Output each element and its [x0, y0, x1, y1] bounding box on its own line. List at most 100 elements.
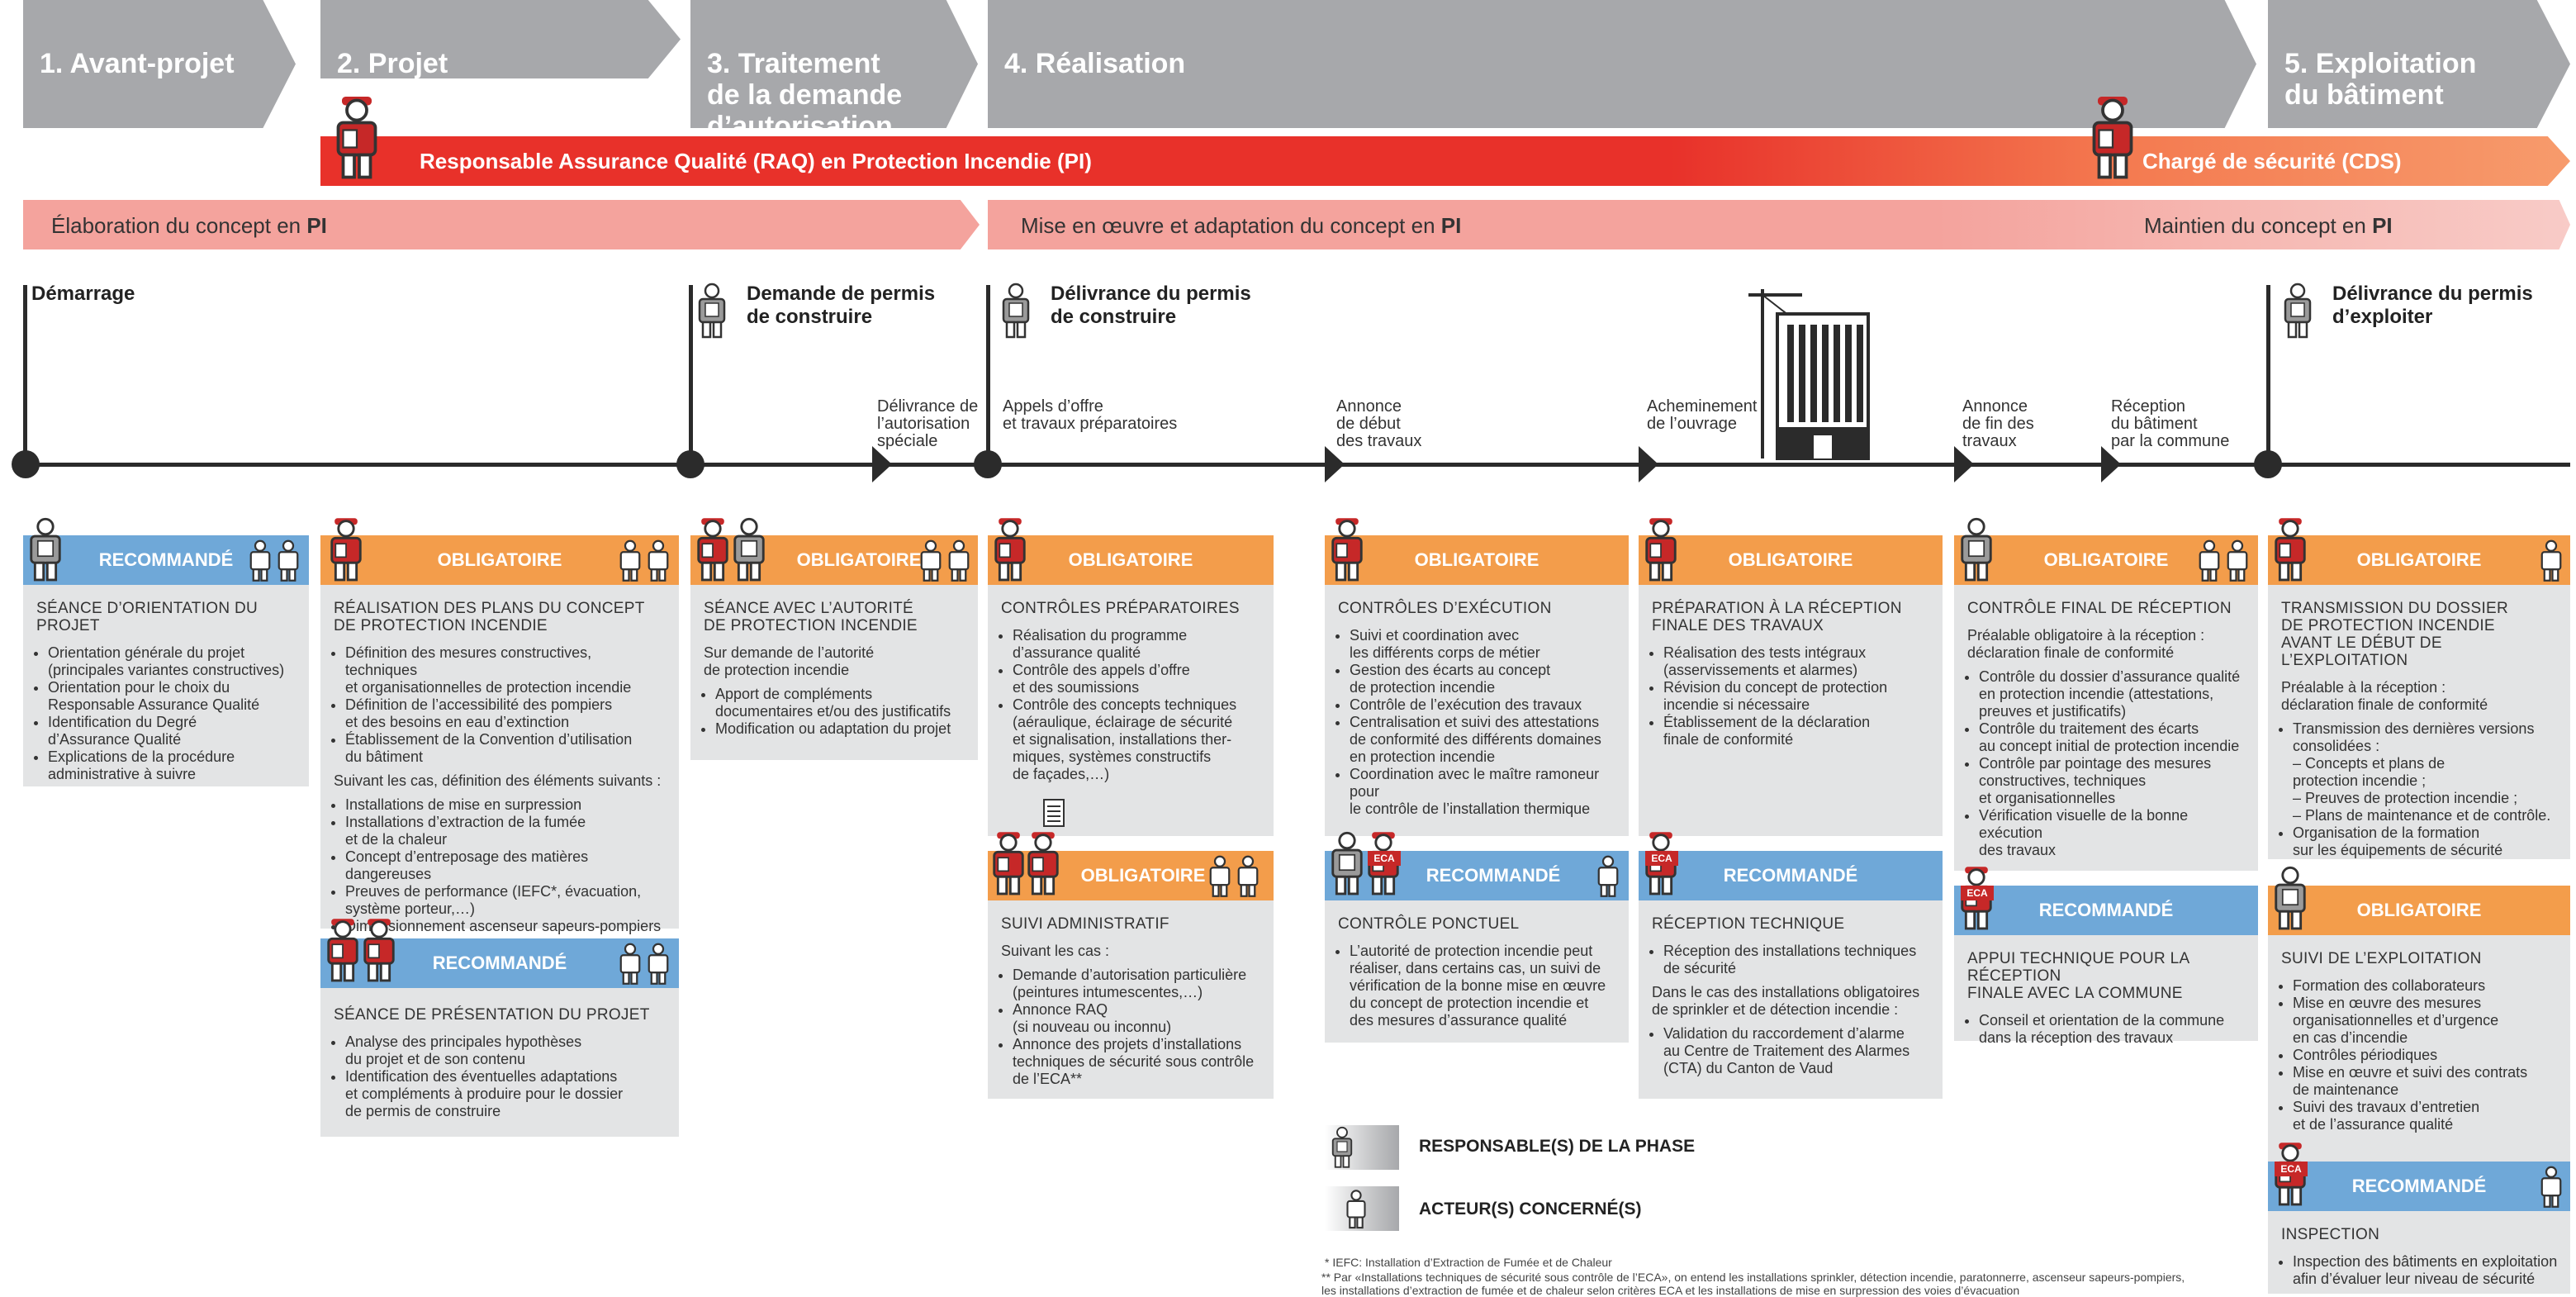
person-icon	[1328, 512, 1366, 585]
card-controles-preparatoires: OBLIGATOIRE CONTRÔLES PRÉPARATOIRES Réal…	[988, 535, 1274, 836]
raq-person-icon	[332, 87, 382, 186]
person-icon	[918, 537, 943, 583]
milestone-line	[23, 285, 27, 465]
list-item: Établissement de la déclaration finale d…	[1663, 714, 1931, 748]
list-item: Suivi des travaux d’entretien et de l’as…	[2293, 1099, 2559, 1133]
card-title: SUIVI ADMINISTRATIF	[1001, 915, 1169, 933]
milestone-person-icon	[695, 277, 728, 343]
list-item: Contrôles périodiques	[2293, 1047, 2559, 1064]
cds-label: Chargé de sécurité (CDS)	[2142, 149, 2402, 173]
timeline-arrow	[872, 446, 892, 482]
phase-title: 5. Exploitation du bâtiment	[2284, 48, 2477, 111]
concept-text: Élaboration du concept en	[51, 213, 307, 238]
card-title: CONTRÔLE PONCTUEL	[1338, 915, 1520, 933]
card-title: CONTRÔLE FINAL DE RÉCEPTION	[1967, 600, 2232, 617]
status-badge: OBLIGATOIRE	[988, 535, 1274, 585]
person-icon	[1957, 512, 1995, 585]
list-item: Apport de compléments documentaires et/o…	[715, 686, 966, 720]
timeline-arrow	[1639, 446, 1658, 482]
event-appels-offre: Appels d’offre et travaux préparatoires	[1003, 397, 1178, 433]
card-title: TRANSMISSION DU DOSSIER DE PROTECTION IN…	[2281, 600, 2509, 669]
list-item: Révision du concept de protection incend…	[1663, 679, 1931, 714]
list-item: Contrôle des appels d’offre et des soumi…	[1013, 662, 1262, 696]
status-badge: OBLIGATOIRE	[320, 535, 679, 585]
list-item: Coordination avec le maître ramoneur pou…	[1350, 766, 1617, 818]
card-list: Validation du raccordement d’alarme au C…	[1652, 1025, 1931, 1077]
person-icon	[694, 512, 732, 585]
milestone-demarrage: Démarrage	[31, 283, 135, 305]
card-list: Analyse des principales hypothèses du pr…	[334, 1033, 667, 1120]
card-title: RÉCEPTION TECHNIQUE	[1652, 915, 1845, 933]
concept-mise-label: Mise en œuvre et adaptation du concept e…	[1021, 213, 1461, 239]
eca-badge: ECA	[1961, 886, 1994, 900]
person-icon	[991, 512, 1029, 585]
milestone-person-icon	[2281, 277, 2314, 343]
document-icon	[1043, 799, 1065, 827]
card-list: Contrôle du dossier d’assurance qualité …	[1967, 668, 2246, 859]
phase-title: 4. Réalisation	[1004, 48, 1186, 79]
card-list: Orientation générale du projet (principa…	[36, 644, 297, 783]
event-debut-travaux: Annonce de début des travaux	[1336, 397, 1422, 450]
list-item: Validation du raccordement d’alarme au C…	[1663, 1025, 1931, 1077]
list-item: Définition des mesures constructives, te…	[345, 644, 667, 696]
timeline-arrow	[1954, 446, 1974, 482]
card-list: Formation des collaborateurs Mise en œuv…	[2281, 977, 2559, 1133]
phase-exploitation: 5. Exploitation du bâtiment	[2268, 0, 2570, 128]
phase-title: 2. Projet	[337, 48, 448, 79]
event-autorisation-speciale: Délivrance de l’autorisation spéciale	[877, 397, 979, 450]
card-seance-presentation: RECOMMANDÉ SÉANCE DE PRÉSENTATION DU PRO…	[320, 938, 679, 1137]
card-title: SÉANCE D’ORIENTATION DU PROJET	[36, 600, 258, 634]
card-title: INSPECTION	[2281, 1226, 2380, 1243]
person-icon	[2539, 1163, 2564, 1209]
person-icon	[1642, 512, 1680, 585]
list-item: Formation des collaborateurs	[2293, 977, 2559, 995]
list-item: Vérification visuelle de la bonne exécut…	[1979, 807, 2246, 859]
timeline-arrow	[2101, 446, 2121, 482]
card-title: PRÉPARATION À LA RÉCEPTION FINALE DES TR…	[1652, 600, 1902, 634]
card-transmission-dossier: OBLIGATOIRE TRANSMISSION DU DOSSIER DE P…	[2268, 535, 2570, 859]
card-list: Apport de compléments documentaires et/o…	[704, 686, 966, 738]
list-item: Conseil et orientation de la commune dan…	[1979, 1012, 2246, 1047]
person-icon	[324, 913, 362, 986]
card-text: Suivant les cas, définition des éléments…	[334, 772, 662, 789]
card-list: L’autorité de protection incendie peut r…	[1338, 943, 1617, 1029]
timeline-arrow	[1325, 446, 1345, 482]
person-icon	[989, 826, 1027, 899]
status-badge: OBLIGATOIRE	[2268, 886, 2570, 935]
person-icon	[2225, 537, 2250, 583]
list-item: Demande d’autorisation particulière (pei…	[1013, 967, 1262, 1001]
list-item: Réception des installations techniques d…	[1663, 943, 1931, 977]
phase-traitement: 3. Traitement de la demande d’autorisati…	[690, 0, 978, 128]
card-title: SÉANCE AVEC L’AUTORITÉ DE PROTECTION INC…	[704, 600, 918, 634]
footnote-eca: ** Par «Installations techniques de sécu…	[1321, 1271, 2185, 1297]
list-subitem: – Concepts et plans de protection incend…	[2293, 755, 2446, 789]
concept-text: Mise en œuvre et adaptation du concept e…	[1021, 213, 1441, 238]
list-item: Contrôle par pointage des mesures constr…	[1979, 755, 2246, 807]
person-icon	[2271, 512, 2309, 585]
list-item: Établissement de la Convention d’utilisa…	[345, 731, 667, 766]
status-badge: OBLIGATOIRE	[2268, 535, 2570, 585]
card-reception-technique: RECOMMANDÉ RÉCEPTION TECHNIQUE Réception…	[1639, 851, 1943, 1099]
milestone-line	[986, 285, 990, 465]
card-appui-technique: RECOMMANDÉ APPUI TECHNIQUE POUR LA RÉCEP…	[1954, 886, 2258, 1046]
eca-badge: ECA	[1368, 851, 1401, 866]
list-subitem: – Preuves de protection incendie ;	[2293, 790, 2518, 806]
eca-badge: ECA	[2275, 1162, 2308, 1176]
concept-mise-en-oeuvre: Mise en œuvre et adaptation du concept e…	[988, 200, 2570, 249]
card-title: SUIVI DE L’EXPLOITATION	[2281, 950, 2482, 967]
status-badge: RECOMMANDÉ	[1954, 886, 2258, 935]
person-icon	[1236, 853, 1260, 899]
milestone-dot	[676, 450, 704, 478]
list-item: Définition de l’accessibilité des pompie…	[345, 696, 667, 731]
person-icon	[946, 537, 971, 583]
person-icon	[26, 512, 64, 585]
list-item: Mise en œuvre et suivi des contrats de m…	[2293, 1064, 2559, 1099]
card-title: APPUI TECHNIQUE POUR LA RÉCEPTION FINALE…	[1967, 950, 2189, 1002]
status-badge: OBLIGATOIRE	[1639, 535, 1943, 585]
card-list: Demande d’autorisation particulière (pei…	[1001, 967, 1262, 1088]
card-text: Suivant les cas :	[1001, 943, 1110, 959]
card-title: RÉALISATION DES PLANS DU CONCEPT DE PROT…	[334, 600, 645, 634]
person-icon	[2539, 537, 2564, 583]
card-list: Transmission des dernières versions cons…	[2281, 720, 2559, 859]
list-item: Identification des éventuelles adaptatio…	[345, 1068, 667, 1120]
